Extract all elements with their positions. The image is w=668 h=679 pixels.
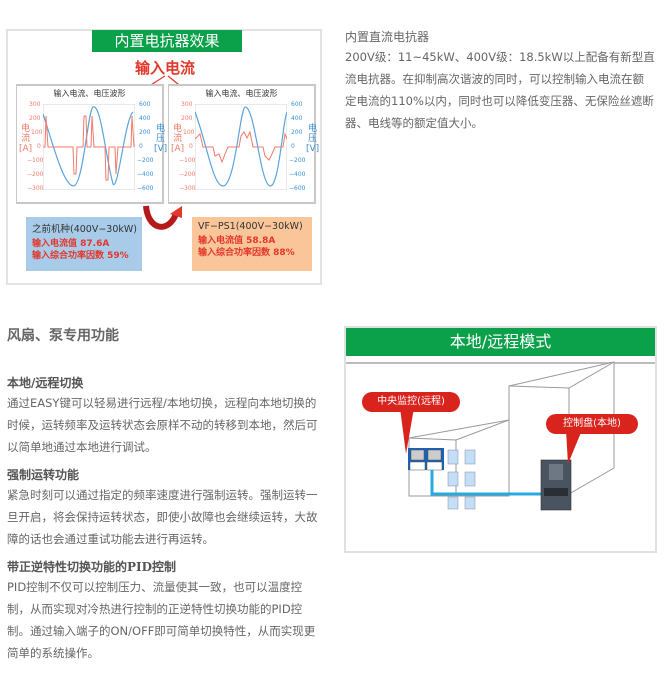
tick: −400 <box>289 171 306 178</box>
after-model-box: VF−PS1(400V−30kW) 输入电流值 58.8A 输入综合功率因数 8… <box>192 217 312 271</box>
tick: −200 <box>27 171 44 178</box>
tick: 0 <box>139 143 143 150</box>
tick: 300 <box>29 101 41 108</box>
after-input-current: 输入电流值 58.8A <box>198 236 276 246</box>
tick: 600 <box>139 101 151 108</box>
tick: 100 <box>183 129 195 136</box>
tick: 200 <box>139 129 151 136</box>
tick: 200 <box>181 115 193 122</box>
pid-control-text: PID控制不仅可以控制压力、流量使其一致，也可以温度控制，从而实现对冷热进行控制… <box>7 580 316 660</box>
fan-pump-section-title: 风扇、泵专用功能 <box>7 328 119 344</box>
before-input-current: 输入电流值 87.6A <box>32 239 110 249</box>
reactor-effect-title: 内置电抗器效果 <box>92 30 242 52</box>
before-model-box: 之前机种(400V−30kW) 输入电流值 87.6A 输入综合功率因数 59% <box>26 217 142 271</box>
pid-control-heading: 带正逆特性切换功能的PID控制 <box>7 560 177 574</box>
current-axis-label: 电 流 [A] <box>19 124 33 154</box>
callout-pointer <box>400 408 414 454</box>
divider <box>346 362 655 364</box>
tick: 0 <box>37 143 41 150</box>
input-current-label: 输入电流 <box>134 59 195 77</box>
tick: −200 <box>289 157 306 164</box>
tick: 200 <box>291 129 303 136</box>
after-waveform-panel: 输入电流、电压波形 300 200 100 0 −100 −200 −300 电… <box>168 84 320 204</box>
tick: −200 <box>179 171 196 178</box>
building-illustration <box>408 361 615 511</box>
tick: −100 <box>179 157 196 164</box>
tick: 200 <box>29 115 41 122</box>
local-remote-mode-title: 本地/远程模式 <box>346 328 655 356</box>
waveform-title: 输入电流、电压波形 <box>53 89 126 98</box>
transition-arrow-icon <box>143 205 182 230</box>
forced-run-text: 紧急时刻可以通过指定的频率速度进行强制运转。强制运转一旦开启，将会保持运转状态，… <box>7 488 318 546</box>
local-remote-text: 通过EASY键可以轻易进行远程/本地切换，远程向本地切换的时候，运转频率及运转状… <box>7 396 318 454</box>
tick: −300 <box>179 185 196 192</box>
tick: 400 <box>291 115 303 122</box>
tick: 0 <box>189 143 193 150</box>
before-waveform-plot <box>43 104 135 190</box>
local-remote-heading: 本地/远程切换 <box>7 376 84 390</box>
tick: 100 <box>31 129 43 136</box>
voltage-axis-label: 电 压 [V] <box>154 124 168 154</box>
before-power-factor: 输入综合功率因数 59% <box>32 251 129 261</box>
tick: 600 <box>291 101 303 108</box>
tick: −600 <box>289 185 306 192</box>
central-monitoring-callout: 中央监控(远程) <box>362 392 460 412</box>
tick: −300 <box>27 185 44 192</box>
voltage-axis-label: 电 压 [V] <box>306 124 320 154</box>
before-model-heading: 之前机种(400V−30kW) <box>32 224 137 235</box>
waveform-title: 输入电流、电压波形 <box>205 89 278 98</box>
before-waveform-panel: 输入电流、电压波形 300 200 100 0 −100 −200 −300 电… <box>16 84 168 204</box>
tick: 400 <box>139 115 151 122</box>
after-waveform-plot <box>195 104 287 190</box>
tick: −600 <box>137 185 154 192</box>
tick: −100 <box>27 157 44 164</box>
tick: −200 <box>137 157 154 164</box>
dc-reactor-title: 内置直流电抗器 <box>345 30 430 44</box>
dc-reactor-description: 200V级：11~45kW、400V级：18.5kW以上配备有新型直流电抗器。在… <box>345 50 655 130</box>
after-model-heading: VF−PS1(400V−30kW) <box>198 221 303 232</box>
forced-run-heading: 强制运转功能 <box>7 468 80 482</box>
current-axis-label: 电 流 [A] <box>171 124 185 154</box>
after-power-factor: 输入综合功率因数 88% <box>198 248 295 258</box>
control-panel-callout: 控制盘(本地) <box>546 414 638 434</box>
tick: 300 <box>181 101 193 108</box>
callout-pointer <box>566 430 582 464</box>
tick: −400 <box>137 171 154 178</box>
tick: 0 <box>291 143 295 150</box>
